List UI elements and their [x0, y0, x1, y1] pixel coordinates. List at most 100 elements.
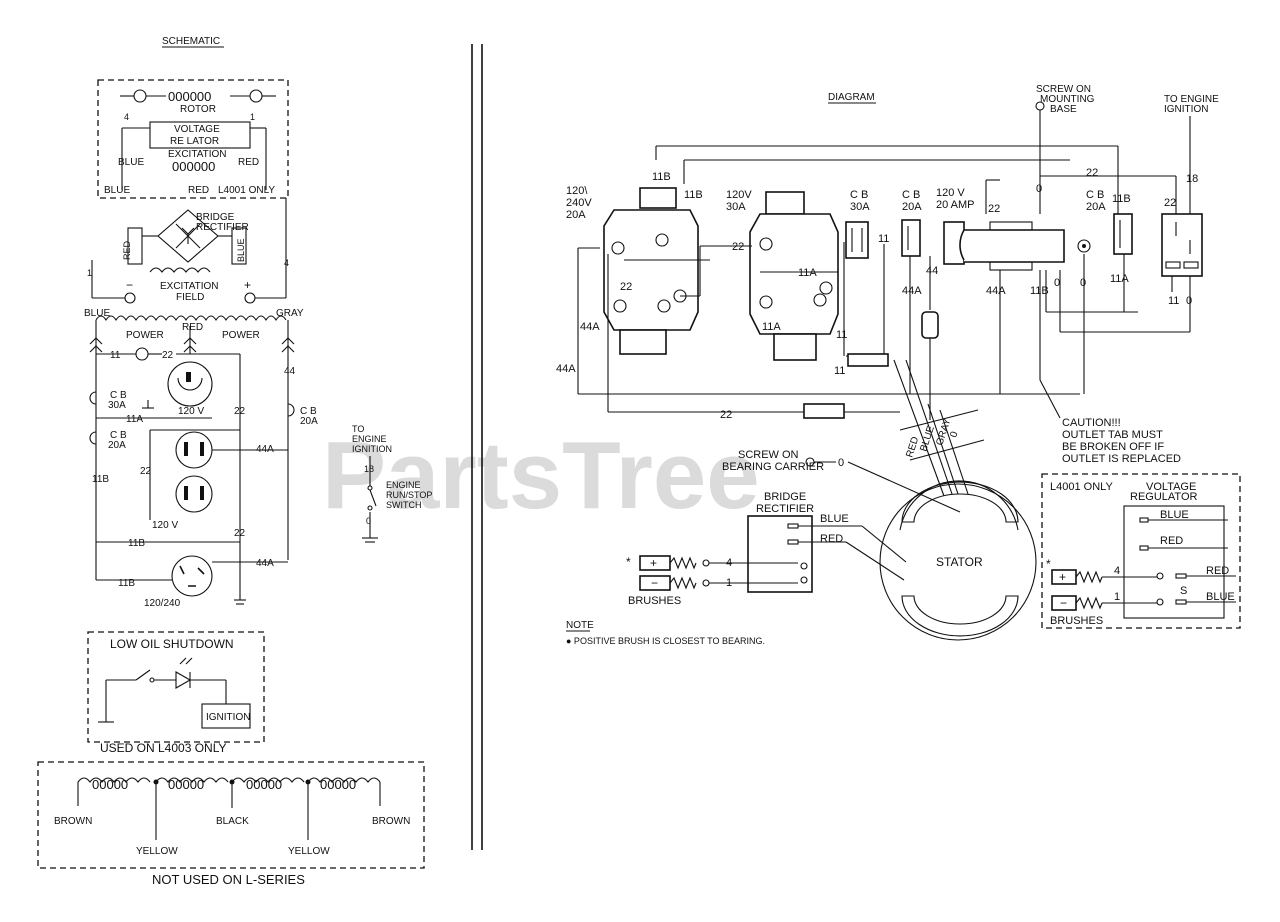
wire-number: 18 [364, 464, 374, 474]
breaker-label: C B [300, 406, 317, 417]
terminal-label: S [1180, 585, 1187, 597]
outlet-30a [749, 191, 839, 361]
power-windings: BLUE GRAY RED POWER POWER [84, 308, 304, 580]
rotor-coil: 000000 [168, 89, 211, 104]
wire-number: 11A [126, 414, 143, 425]
wire-number: 0 [838, 457, 844, 469]
top-wiring [655, 110, 1191, 214]
wire-color-label: RED [820, 533, 843, 545]
wire-color-label: RED [122, 240, 132, 260]
wire-color-label: BLUE [236, 238, 246, 262]
series-footer: NOT USED ON L-SERIES [152, 872, 305, 887]
ignition-label: TO ENGINE [1164, 94, 1219, 105]
regulator-label: VOLTAGE [1146, 481, 1196, 493]
voltage-label: 120 V [178, 406, 204, 417]
outlet-rating: 20 AMP [936, 199, 975, 211]
stator: STATOR [879, 480, 1037, 641]
voltage-label: VOLTAGE [174, 124, 220, 135]
breaker-label: C B [110, 390, 127, 401]
polarity-minus: − [126, 278, 133, 292]
outlet-schematic: 11 22 120 V C B 30A 11A 22 C B 20A 11B 2… [89, 347, 318, 609]
breaker-label: 20A [1086, 201, 1106, 213]
positive-marker: * [1046, 557, 1051, 571]
wire-number: 44A [902, 285, 922, 297]
screw-bearing-label: SCREW ON [738, 449, 799, 461]
ignition-label: TO [352, 424, 364, 434]
wire-number: 0 [1186, 295, 1192, 307]
screw-bearing-label: BEARING CARRIER [722, 461, 824, 473]
outlet-120-240 [603, 187, 699, 355]
wire-color-label: YELLOW [136, 846, 178, 857]
wire-color-label: BROWN [372, 816, 410, 827]
switch-label: RUN/STOP [386, 490, 432, 500]
switch-label: SWITCH [386, 500, 422, 510]
brushes-label: BRUSHES [1050, 615, 1103, 627]
breaker-label: 30A [850, 201, 870, 213]
stator-cable-bundle: RED BLUE GRAY 0 [893, 270, 1061, 497]
bridge-label: BRIDGE [764, 491, 806, 503]
series-winding-box: 00000 00000 00000 00000 BROWN YELLOW BLA… [37, 761, 425, 887]
caution-label: OUTLET TAB MUST [1062, 429, 1163, 441]
polarity-minus: − [1060, 596, 1067, 610]
l4001-title: L4001 ONLY [1050, 481, 1113, 493]
ignition-label: IGNITION [1164, 104, 1208, 115]
ignition-box-label: IGNITION [206, 712, 250, 723]
excitation-coil: 000000 [172, 159, 215, 174]
watermark: PartsTree [322, 422, 760, 529]
breaker-20a [901, 219, 921, 257]
bridge-label: RECTIFIER [756, 503, 814, 515]
wire-color-label: BLUE [918, 424, 937, 453]
wire-color-label: BLACK [216, 816, 249, 827]
brushes-label: BRUSHES [628, 595, 681, 607]
low-oil-footer: USED ON L4003 ONLY [100, 741, 227, 755]
wire-number: 1 [250, 112, 255, 122]
breaker-label: C B [1086, 189, 1104, 201]
wire-number: 11A [762, 321, 781, 333]
ignition-label: ENGINE [352, 434, 387, 444]
wire-color-label: GRAY [276, 308, 304, 319]
wire-number: 22 [732, 241, 744, 253]
power-label: POWER [126, 330, 164, 341]
wire-color-label: RED [238, 157, 259, 168]
outlet-rating: 30A [726, 201, 746, 213]
engine-run-stop-switch: TO ENGINE IGNITION 18 ENGINE RUN/STOP SW… [352, 424, 432, 543]
wire-number: 22 [234, 406, 246, 417]
outlet-20-amp [943, 221, 1091, 271]
low-oil-title: LOW OIL SHUTDOWN [110, 637, 234, 651]
outlet-rating: 120V [726, 189, 752, 201]
wire-number: 0 [1054, 277, 1060, 289]
wire-number: 22 [162, 350, 174, 361]
wire-number: 22 [988, 203, 1000, 215]
wire-color-label: BLUE [104, 185, 130, 196]
wire-number: 44 [926, 265, 938, 277]
wire-number: 11A [1110, 273, 1129, 285]
wire-number: 22 [1086, 167, 1098, 179]
wire-color-label: BROWN [54, 816, 92, 827]
switch-label: ENGINE [386, 480, 421, 490]
wire-number: 44A [580, 321, 600, 333]
wire-color-label: BLUE [1206, 591, 1235, 603]
wire-number: 11 [834, 365, 845, 377]
wire-number: 1 [1114, 591, 1120, 603]
note-text: ● POSITIVE BRUSH IS CLOSEST TO BEARING. [566, 636, 765, 646]
wire-number: 11A [798, 267, 817, 279]
wire-color-label: BLUE [118, 157, 144, 168]
excitation-field-label: EXCITATION [160, 281, 219, 292]
wire-number: 44A [256, 558, 274, 569]
coil-label: 00000 [320, 777, 356, 792]
wire-number: 11B [92, 474, 109, 485]
coil-label: 00000 [168, 777, 204, 792]
bridge-rectifier: BRIDGE RECTIFIER RED BLUE 1 4 EXCITATION… [87, 198, 289, 304]
schematic-title: SCHEMATIC [162, 36, 220, 47]
breaker-label: C B [850, 189, 868, 201]
screw-mount-label: BASE [1050, 104, 1077, 115]
outlet-rating: 20A [566, 209, 586, 221]
voltage-label: 120/240 [144, 598, 181, 609]
polarity-plus: + [1059, 570, 1066, 584]
wire-number: 11B [128, 538, 145, 549]
outlet-rating: 120 V [936, 187, 965, 199]
breaker-label: 20A [108, 440, 126, 451]
stator-label: STATOR [936, 555, 983, 569]
